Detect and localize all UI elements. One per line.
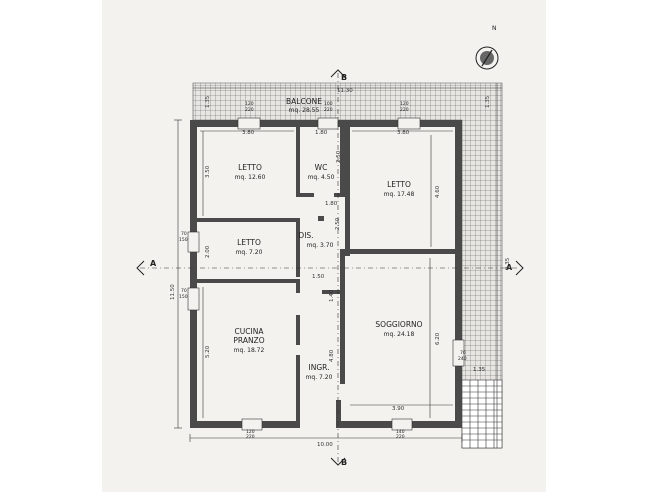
dim-right-lower: 1.35 [473,367,486,373]
section-lines [136,69,524,466]
room-name-dis: DIS. [298,231,313,240]
dim-ingr-height: 4.80 [329,349,335,362]
svg-text:120: 120 [245,101,254,107]
svg-text:N: N [492,25,497,32]
room-area-letto-3: mq. 7.20 [236,249,263,256]
dim-r1-width: 3.80 [242,130,255,136]
dim-balcony-right: 1.35 [485,95,491,108]
svg-text:70: 70 [181,231,187,237]
room-name-soggiorno: SOGGIORNO [375,320,422,329]
dim-dis-width: 1.50 [312,274,325,280]
room-name-balcone: BALCONE [286,97,322,106]
dim-overall-width: 10.00 [317,442,333,448]
svg-text:120: 120 [246,429,255,435]
section-a-left: A [150,259,157,268]
room-area-ingr: mq. 7.20 [306,374,333,381]
dimension-lines [174,83,502,448]
section-b-bottom: B [341,458,347,467]
section-a-right: A [506,263,513,272]
dim-cucina-height: 5.20 [205,345,211,358]
room-name-wc: WC [315,163,328,172]
svg-text:70: 70 [181,288,187,294]
dim-r3-height: 4.60 [435,185,441,198]
room-area-letto-1: mq. 12.60 [235,174,266,181]
north-arrow-icon: N [475,25,499,70]
svg-text:220: 220 [396,434,405,440]
svg-text:150: 150 [179,237,188,243]
dim-balcony-left: 1.35 [205,95,211,108]
room-name-letto-2: LETTO [387,180,411,189]
dim-wc-height: 2.50 [336,150,342,163]
room-name-pranzo: PRANZO [233,336,264,345]
dim-r1-height: 3.50 [205,165,211,178]
stairs [461,379,503,449]
dim-soggiorno-width: 3.90 [392,406,405,412]
room-area-balcone: mq. 28.55 [289,107,320,114]
dim-soggiorno-height: 6.20 [435,332,441,345]
dim-top-total: 11.30 [337,88,353,94]
dim-wc-door: 1.80 [325,201,338,207]
room-name-letto-1: LETTO [238,163,262,172]
room-area-letto-2: mq. 17.48 [384,191,415,198]
room-area-cucina: mq. 18.72 [234,347,265,354]
room-name-letto-3: LETTO [237,238,261,247]
room-name-ingr: INGR. [309,363,330,372]
room-area-dis: mq. 3.70 [307,242,334,249]
dim-small-140: 1.40 [329,289,335,302]
room-area-soggiorno: mq. 24.18 [384,331,415,338]
room-labels: BALCONE mq. 28.55 LETTO mq. 12.60 WC mq.… [233,97,422,381]
svg-text:70: 70 [460,350,466,356]
svg-text:220: 220 [245,107,254,113]
dim-wc-width: 1.80 [315,130,328,136]
dim-dis-height: 2.50 [335,217,341,230]
room-name-cucina: CUCINA [235,327,265,336]
room-area-wc: mq. 4.50 [308,174,335,181]
dim-right-total: 9.35 [505,257,511,270]
svg-text:220: 220 [400,107,409,113]
svg-text:150: 150 [179,294,188,300]
svg-text:240: 240 [458,356,467,362]
section-b-top: B [341,73,347,82]
svg-text:220: 220 [324,107,333,113]
dim-r4-height: 2.00 [205,245,211,258]
svg-text:100: 100 [324,101,333,107]
svg-text:140: 140 [396,429,405,435]
svg-text:120: 120 [400,101,409,107]
dim-r3-width: 3.80 [397,130,410,136]
dim-overall-height: 11.50 [170,284,176,300]
dimension-labels: 11.30 3.80 1.80 3.80 1.80 1.50 3.90 10.0… [170,88,511,448]
svg-text:220: 220 [246,434,255,440]
walls [187,117,465,431]
